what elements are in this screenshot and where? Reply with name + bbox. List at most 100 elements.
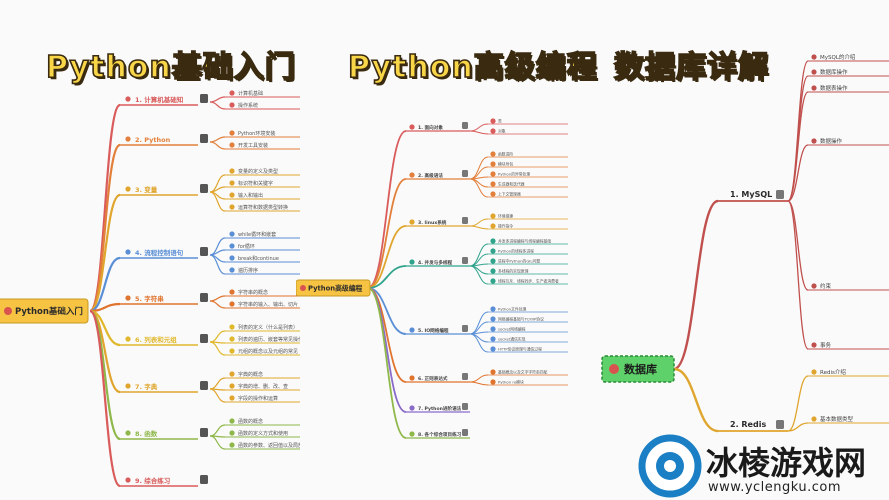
child-marker-icon	[490, 326, 496, 332]
child-marker-icon	[229, 348, 235, 354]
child-label: 元组的概念以及元组的常见	[238, 348, 298, 355]
child-marker-icon	[229, 130, 235, 136]
child-marker-icon	[490, 223, 496, 229]
branch-label: 1. MySQL	[730, 190, 772, 199]
child-label: 计算机基础	[238, 90, 263, 97]
root-node	[0, 298, 89, 324]
child-label: 函数的定义方式和使用	[238, 430, 288, 437]
child-connector	[787, 200, 809, 350]
watermark-logo-icon	[638, 434, 702, 498]
child-connector	[469, 218, 489, 227]
child-marker-icon	[229, 442, 235, 448]
branch-marker-icon	[409, 327, 415, 333]
root-node	[601, 355, 675, 383]
child-connector	[209, 435, 226, 450]
branch-label: 5. IO网络编程	[418, 327, 449, 334]
child-marker-icon	[811, 416, 817, 422]
child-marker-icon	[229, 301, 235, 307]
child-marker-icon	[229, 430, 235, 436]
branch-label: 4. 并发与多线程	[418, 259, 453, 266]
child-label: 基础概念以及文字字符串匹配	[498, 370, 548, 375]
child-label: Python环境安装	[238, 130, 275, 137]
child-label: 模块导包	[498, 162, 513, 167]
branch-emoji-icon	[462, 122, 468, 129]
child-connector	[469, 381, 489, 386]
child-connector	[209, 186, 226, 193]
branch-marker-icon	[125, 430, 131, 436]
child-marker-icon	[229, 90, 235, 96]
child-connector	[469, 265, 489, 275]
child-marker-icon	[490, 128, 496, 134]
child-connector	[209, 254, 226, 275]
branch-emoji-icon	[200, 293, 208, 302]
branch-marker-icon	[125, 477, 131, 483]
child-label: 多线程的实现原理	[498, 269, 529, 274]
branch-emoji-icon	[776, 420, 784, 429]
root-marker-icon	[4, 307, 12, 315]
child-marker-icon	[229, 255, 235, 261]
branch-label: 7. 字典	[135, 382, 158, 391]
child-label: 列表的遍历、嵌套等常见操作	[238, 336, 300, 343]
child-marker-icon	[229, 267, 235, 273]
branch-connector	[367, 225, 407, 289]
child-connector	[787, 375, 809, 432]
child-marker-icon	[811, 342, 817, 348]
branch-marker-icon	[409, 405, 415, 411]
child-connector	[209, 141, 226, 150]
child-marker-icon	[811, 138, 817, 144]
branch-emoji-icon	[200, 247, 208, 256]
root-label: Python基础入门	[15, 306, 83, 317]
child-label: 事务	[820, 341, 832, 349]
child-label: 操作系统	[238, 102, 258, 109]
child-marker-icon	[229, 324, 235, 330]
child-connector	[209, 388, 226, 403]
child-label: HTTP协议原理与通信过程	[498, 347, 542, 352]
child-marker-icon	[229, 243, 235, 249]
branch-marker-icon	[125, 383, 131, 389]
child-marker-icon	[490, 151, 496, 157]
root-marker-icon	[609, 364, 619, 374]
branch-label: 2. 高级语法	[418, 172, 443, 179]
child-label: 变量的定义及类型	[238, 168, 278, 175]
child-label: 字符串的概念	[238, 289, 268, 296]
branch-emoji-icon	[462, 403, 468, 410]
child-label: 字符串的输入、输出、切片	[238, 301, 298, 308]
child-label: 基本数据类型	[820, 415, 854, 423]
child-label: 上下文管理器	[498, 192, 521, 197]
advanced-title: Python高级编程	[347, 49, 598, 86]
child-marker-icon	[490, 278, 496, 284]
child-label: 环境搭建	[498, 214, 513, 219]
branch-marker-icon	[409, 431, 415, 437]
branch-label: 3. 变量	[135, 185, 158, 194]
branch-marker-icon	[125, 186, 131, 192]
branch-marker-icon	[409, 259, 415, 265]
child-label: Redis介绍	[820, 368, 846, 376]
child-marker-icon	[229, 180, 235, 186]
branch-marker-icon	[409, 124, 415, 130]
child-marker-icon	[229, 395, 235, 401]
basic-title: Python基础入门	[45, 49, 296, 86]
branch-label: 5. 字符串	[135, 294, 164, 303]
child-label: 字典的增、删、改、查	[238, 383, 288, 390]
child-marker-icon	[490, 181, 496, 187]
child-marker-icon	[490, 379, 496, 385]
watermark: 冰棱游戏网 www.yclengku.com	[636, 432, 889, 500]
root-marker-icon	[300, 285, 306, 291]
child-label: 数据表操作	[820, 84, 848, 92]
branch-emoji-icon	[462, 373, 468, 380]
branch-emoji-icon	[200, 184, 208, 193]
branch-connector	[88, 103, 122, 313]
child-label: 函数的概念	[238, 418, 263, 425]
branch-marker-icon	[125, 295, 131, 301]
child-label: 对象	[498, 129, 506, 134]
child-marker-icon	[229, 192, 235, 198]
branch-marker-icon	[125, 249, 131, 255]
child-marker-icon	[490, 191, 496, 197]
branch-label: 2. Redis	[730, 420, 766, 429]
branch-marker-icon	[409, 219, 415, 225]
branch-emoji-icon	[462, 217, 468, 224]
child-label: 线程互斥、线程同步、生产者消费者	[498, 279, 559, 284]
